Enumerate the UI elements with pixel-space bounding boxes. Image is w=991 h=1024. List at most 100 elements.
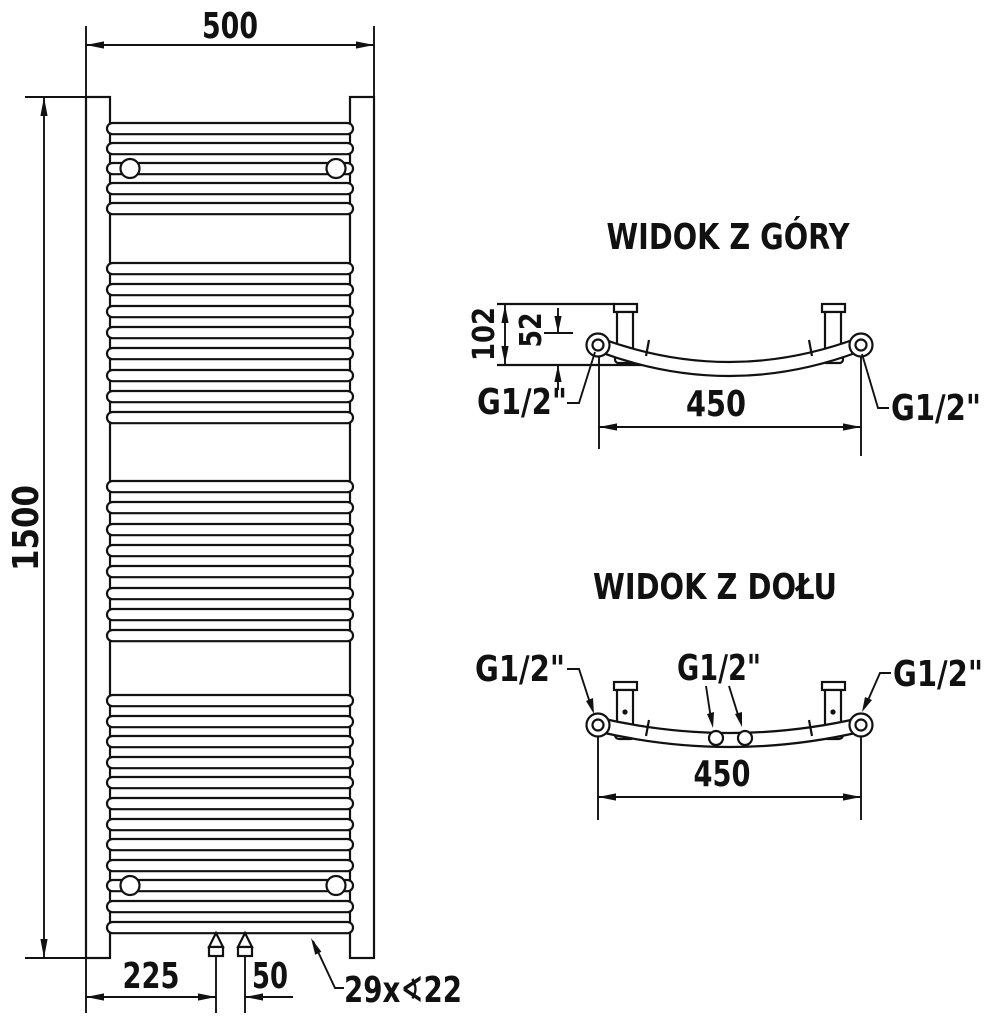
arrowhead-top (501, 305, 509, 323)
radiator-rung (105, 775, 355, 790)
radiator-rungs (105, 121, 355, 935)
radiator-rung (105, 543, 355, 558)
bottom-valve-right (236, 930, 254, 1013)
arrowhead-left (86, 41, 104, 49)
radiator-rung (105, 564, 355, 579)
thread-callout-top-left: G1/2" (477, 351, 596, 423)
radiator-rung (105, 693, 355, 708)
radiator-rung (105, 325, 355, 340)
rung-fill (600, 718, 860, 747)
weld-joint-tick (807, 719, 814, 737)
radiator-rung (105, 734, 355, 749)
arrowhead-left (86, 993, 104, 1001)
dim-depth-label: 102 (467, 307, 502, 361)
bottom-view: WIDOK Z DOŁU (475, 567, 983, 820)
dim-bottom-450-label: 450 (694, 754, 751, 795)
arrowhead (707, 712, 714, 728)
dim-top-450-label: 450 (686, 384, 746, 425)
thread-callout-bottom-center: G1/2" (677, 648, 761, 728)
arrowhead (735, 712, 742, 727)
radiator-rung (105, 878, 355, 893)
leader-line (861, 353, 889, 409)
radiator-rung (105, 121, 355, 136)
dim-width-label: 500 (202, 6, 258, 47)
weld-joint-tick (807, 339, 814, 357)
radiator-rung (105, 628, 355, 643)
dim-valve-spacing-50: 50 (245, 956, 293, 1001)
weld-joint-tick (644, 719, 651, 737)
radiator-rung (105, 714, 355, 729)
arrowhead-top (40, 97, 48, 116)
radiator-rung (105, 261, 355, 276)
radiator-rung (105, 201, 355, 216)
dim-valve-spacing-label: 50 (252, 956, 288, 997)
dim-depth-102: 102 (467, 304, 509, 365)
arrowhead-right (356, 41, 374, 49)
bracket-screw-hole (622, 709, 628, 715)
thread-hole-left (591, 718, 605, 732)
bracket-cap (612, 680, 639, 692)
thread-callout-top-right: G1/2" (861, 353, 981, 429)
arrowhead-left (599, 423, 617, 431)
bracket-cap (820, 302, 847, 314)
right-collector-tube (348, 95, 376, 960)
arrowhead-bottom (40, 939, 48, 958)
bracket-cap (820, 680, 847, 692)
dim-wall-distance-52: 52 (514, 308, 573, 390)
leader-line (567, 668, 593, 710)
valve-cone-icon (207, 930, 225, 949)
thread-label: G1/2" (891, 388, 981, 429)
radiator-rung (105, 522, 355, 537)
rung-front-edge (599, 716, 861, 735)
valve-body (207, 945, 225, 958)
valve-body (236, 945, 254, 958)
curved-rung-bottom (599, 716, 861, 749)
thread-label: G1/2" (477, 382, 567, 423)
rung-back-edge (599, 350, 859, 378)
rung-fill (600, 338, 858, 376)
arrowhead-right (843, 423, 861, 431)
dim-valve-offset-225: 225 (85, 956, 216, 1013)
radiator-rung (105, 282, 355, 297)
thread-label: G1/2" (475, 649, 565, 690)
tube-count-label: 29x∢22 (344, 970, 462, 1011)
dim-bottom-450: 450 (597, 737, 862, 820)
radiator-rung (105, 346, 355, 361)
curved-rung-top (599, 336, 859, 378)
thread-hole-left (591, 338, 605, 352)
radiator-rung (105, 500, 355, 515)
arrowhead (586, 698, 594, 714)
radiator-rung (105, 796, 355, 811)
bracket-cap (612, 302, 639, 314)
leader-line (728, 685, 740, 719)
radiator-rung (105, 920, 355, 935)
arrowhead-down (554, 316, 562, 333)
radiator-rung (105, 858, 355, 873)
leader-line (312, 940, 344, 989)
dim-wall-distance-label: 52 (514, 313, 549, 348)
bracket-hole-bottom-right (325, 874, 347, 897)
arrowhead-right (198, 993, 216, 1001)
radiator-rung (105, 368, 355, 383)
radiator-rung (105, 607, 355, 622)
bottom-valve-left (207, 930, 225, 1013)
radiator-rung (105, 755, 355, 770)
center-connection-left (707, 729, 725, 747)
radiator-rung (105, 161, 355, 176)
radiator-rung (105, 837, 355, 852)
dim-top-450: 450 (598, 357, 862, 456)
rung-front-edge (599, 336, 859, 364)
arrowhead-left (245, 993, 263, 1001)
rung-back-edge (599, 730, 861, 749)
front-view: 500 1500 (6, 6, 462, 1013)
bracket-hole-bottom-left (119, 874, 141, 897)
arrowhead-bottom (501, 346, 509, 364)
thread-hole-right (854, 338, 868, 352)
dim-valve-offset-label: 225 (123, 956, 180, 997)
arrowhead-right (843, 793, 861, 801)
left-collector-tube (84, 95, 112, 960)
radiator-rung (105, 586, 355, 601)
radiator-rung (105, 389, 355, 404)
